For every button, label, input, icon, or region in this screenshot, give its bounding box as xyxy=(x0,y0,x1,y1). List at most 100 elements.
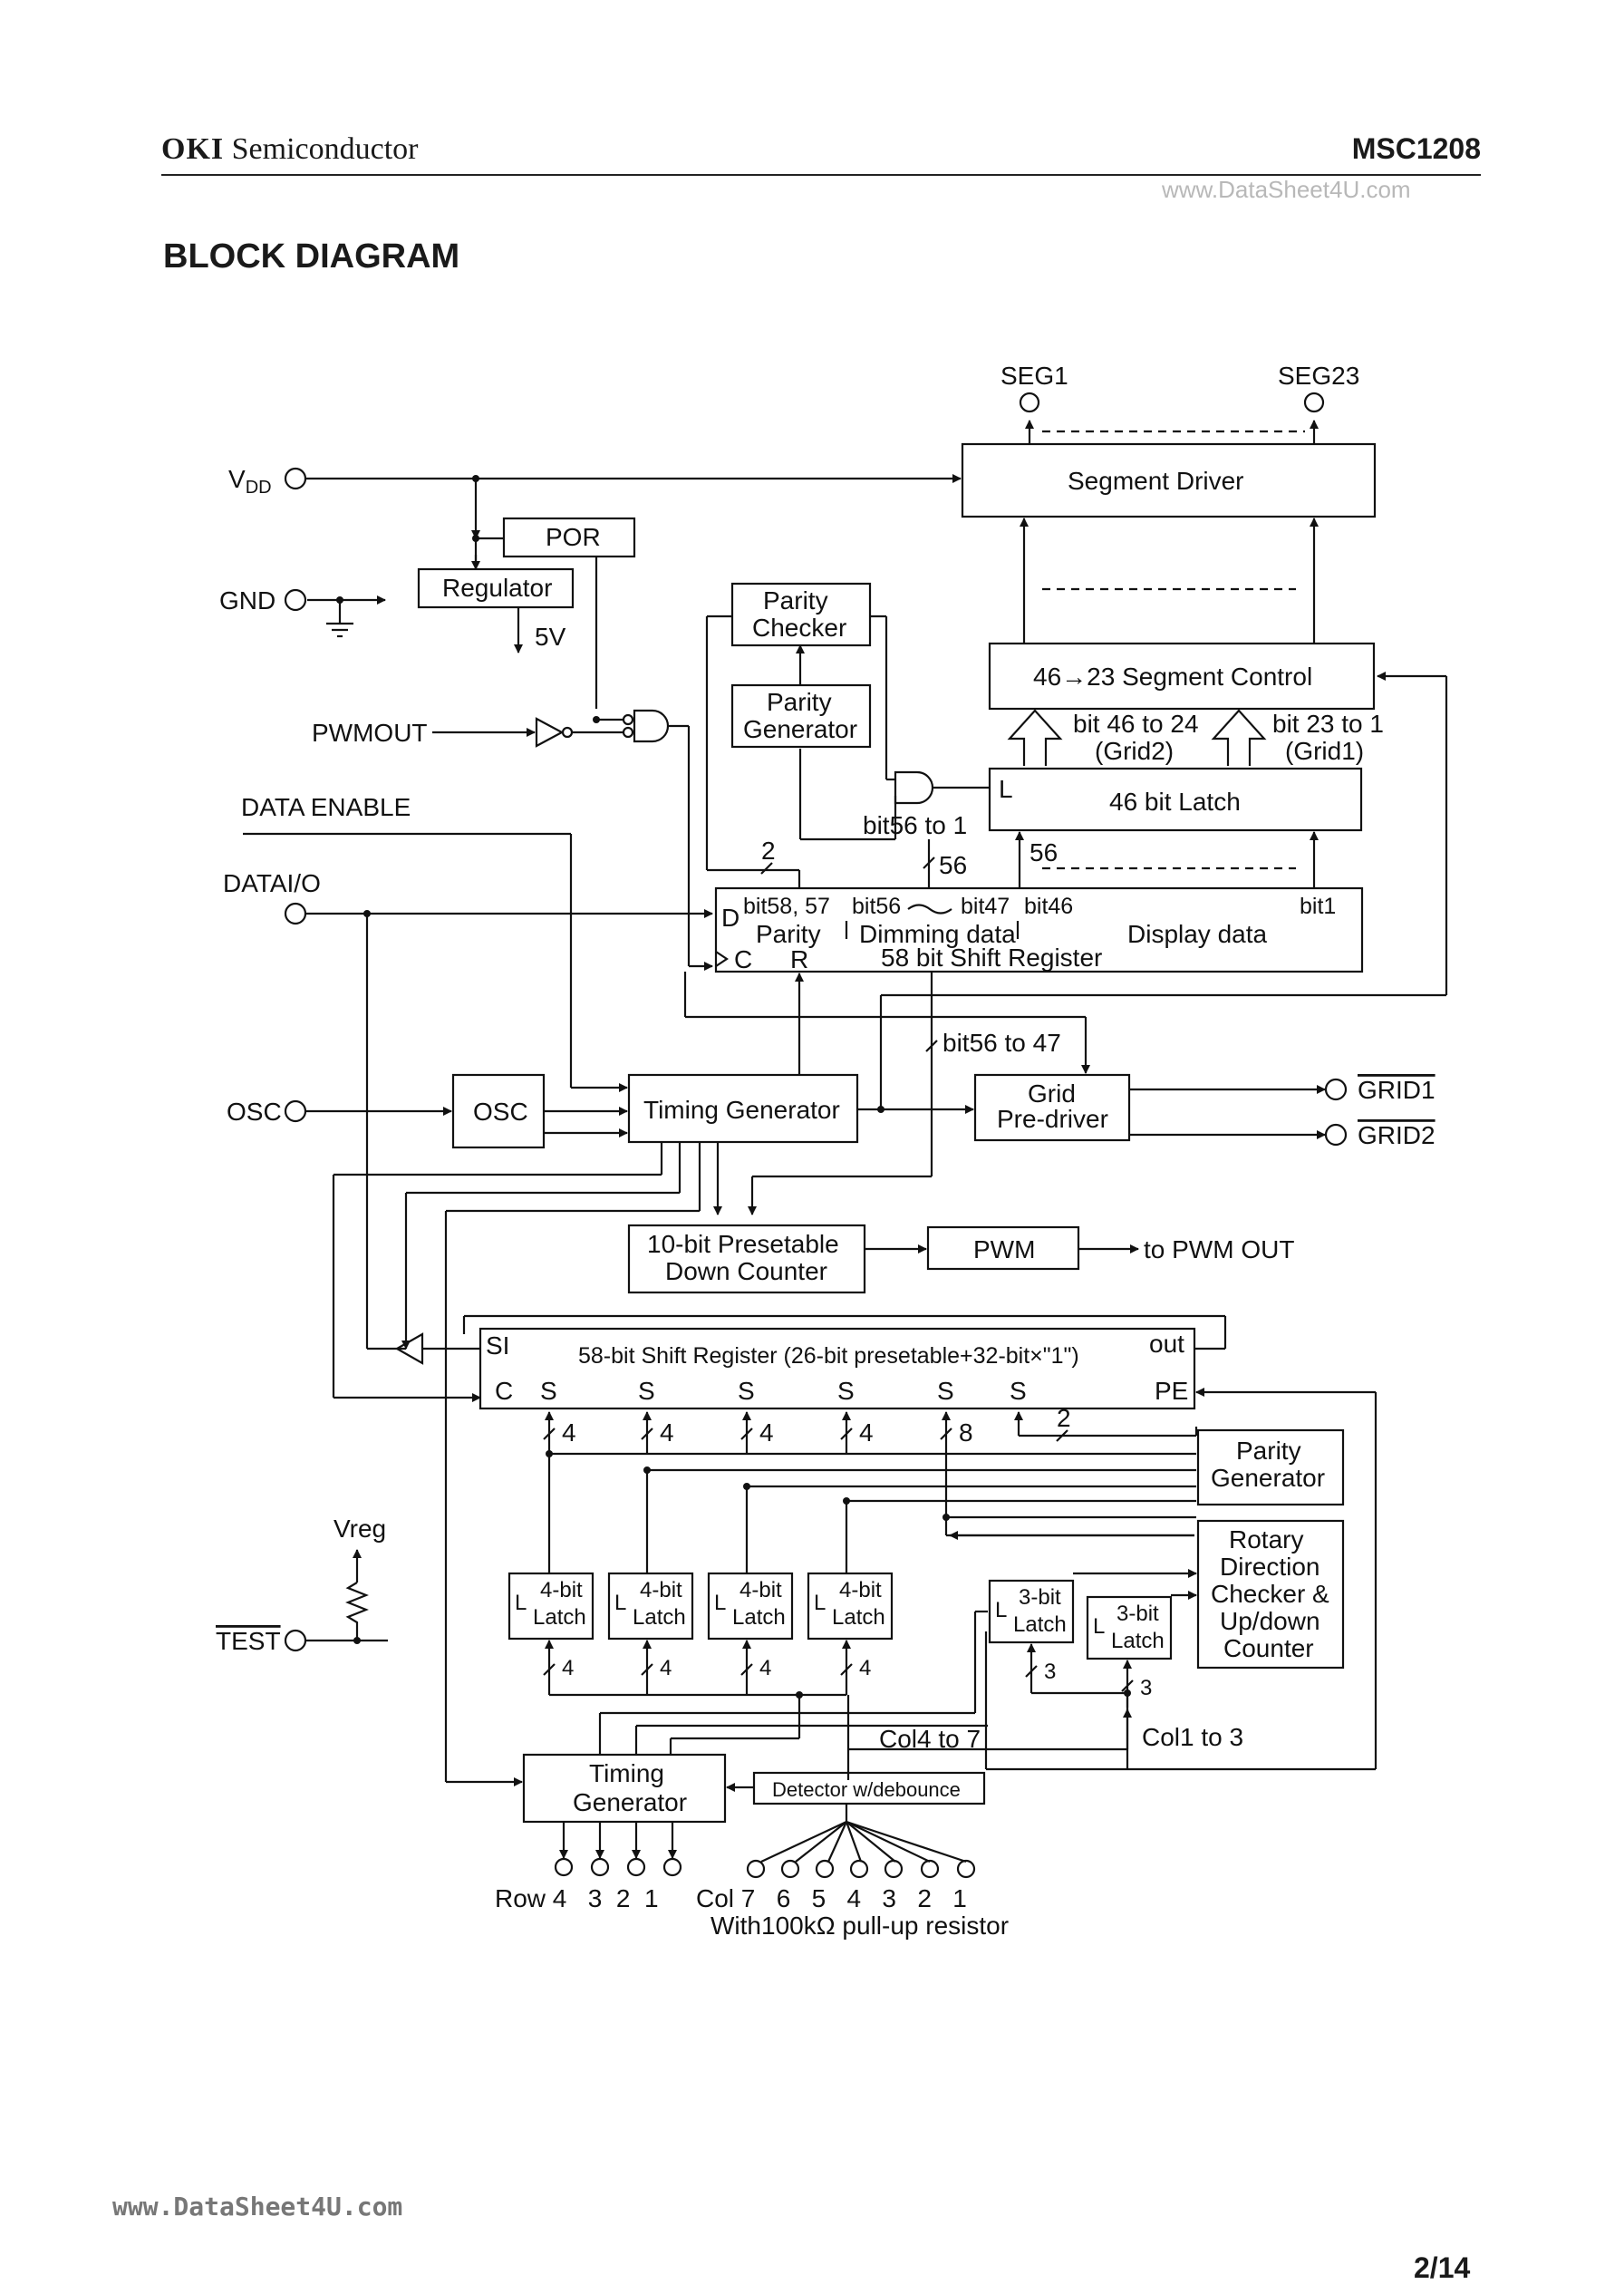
grid-predriver-l1: Grid xyxy=(1028,1079,1076,1108)
brand-logo: OKI xyxy=(161,132,225,166)
pullup-note: With100kΩ pull-up resistor xyxy=(710,1912,1009,1940)
pin-seg23: SEG23 xyxy=(1278,362,1359,390)
rotary-l2: Direction xyxy=(1220,1553,1320,1581)
label-bit23-1: bit 23 to 1 xyxy=(1272,710,1384,738)
latch4-1-t1: 4-bit xyxy=(540,1578,583,1602)
rotary-l1: Rotary xyxy=(1229,1525,1303,1554)
sr-long-s6: S xyxy=(1010,1377,1027,1405)
latch4-2-t1: 4-bit xyxy=(640,1578,682,1602)
sr58-bits3: bit47 xyxy=(961,894,1010,919)
col-label: Col 7 6 5 4 3 2 1 xyxy=(696,1884,967,1912)
watermark-top: www.DataSheet4U.com xyxy=(1162,176,1411,203)
counter-l1: 10-bit Presetable xyxy=(647,1230,839,1258)
pin-pwmout: PWMOUT xyxy=(312,719,428,747)
parity-generator-l2: Generator xyxy=(743,715,857,743)
label-bit56-47: bit56 to 47 xyxy=(942,1029,1061,1057)
por-block xyxy=(502,517,636,558)
sr58-display: Display data xyxy=(1127,920,1268,948)
bus-label-4d: 4 xyxy=(859,1418,874,1447)
parity-generator2-l1: Parity xyxy=(1236,1437,1301,1465)
pin-osc: OSC xyxy=(227,1098,282,1126)
latch4-2-t2: Latch xyxy=(633,1605,686,1630)
shift-register-long-block xyxy=(478,1327,1196,1410)
latch4-2-l: L xyxy=(614,1591,626,1615)
reg-out-label: 5V xyxy=(535,623,566,651)
segment-control-label: 46→23 Segment Control xyxy=(1033,663,1312,691)
sr-long-pe: PE xyxy=(1155,1377,1188,1405)
brand-text: Semiconductor xyxy=(224,132,419,166)
latch46-l: L xyxy=(999,775,1013,803)
section-title: BLOCK DIAGRAM xyxy=(163,237,460,276)
pin-gnd: GND xyxy=(219,586,276,615)
latch4-4-t2: Latch xyxy=(832,1605,885,1630)
sr-long-si: SI xyxy=(486,1331,509,1360)
pin-seg1: SEG1 xyxy=(1000,362,1068,390)
timing-generator2-block xyxy=(522,1753,727,1824)
page-header: OKI Semiconductor MSC1208 xyxy=(161,132,1481,176)
pin-test: TEST xyxy=(216,1627,281,1655)
label-grid2-paren: (Grid2) xyxy=(1095,737,1174,765)
latch4-1-block xyxy=(508,1572,594,1641)
label-bus2: 2 xyxy=(761,837,776,865)
pin-vreg: Vreg xyxy=(334,1515,386,1543)
por-label: POR xyxy=(546,523,601,551)
pin-grid2: GRID2 xyxy=(1358,1121,1436,1149)
rotary-l3: Checker & xyxy=(1211,1580,1329,1608)
label-bit56-1: bit56 to 1 xyxy=(863,811,967,839)
sr-long-out: out xyxy=(1149,1330,1184,1358)
brand: OKI Semiconductor xyxy=(161,132,418,167)
counter-l2: Down Counter xyxy=(665,1257,827,1285)
label-bus56a: 56 xyxy=(939,851,967,879)
latch3-2-t1: 3-bit xyxy=(1116,1602,1159,1626)
grid-predriver-block xyxy=(973,1073,1131,1142)
bus-label-3a: 3 xyxy=(1044,1660,1056,1684)
rotary-block xyxy=(1196,1519,1345,1670)
latch3-1-t1: 3-bit xyxy=(1019,1585,1061,1610)
bus-label-4c: 4 xyxy=(759,1418,774,1447)
bus-label-4h: 4 xyxy=(859,1656,871,1680)
parity-generator2-block xyxy=(1196,1428,1345,1506)
label-col1-3: Col1 to 3 xyxy=(1142,1723,1243,1751)
to-pwm-out-label: to PWM OUT xyxy=(1144,1235,1294,1263)
sr58-bits2: bit56 xyxy=(852,894,901,919)
sr58-parity: Parity xyxy=(756,920,821,948)
latch46-label: 46 bit Latch xyxy=(1109,788,1241,816)
bus-label-8: 8 xyxy=(959,1418,973,1447)
label-bus56b: 56 xyxy=(1030,838,1058,866)
osc-label: OSC xyxy=(473,1098,528,1126)
latch4-3-t1: 4-bit xyxy=(740,1578,782,1602)
timing-generator-label: Timing Generator xyxy=(643,1096,840,1124)
bus-label-4b: 4 xyxy=(660,1418,674,1447)
latch4-4-l: L xyxy=(814,1591,826,1615)
latch4-4-block xyxy=(807,1572,894,1641)
sr58-name: 58 bit Shift Register xyxy=(881,944,1102,972)
pin-data-io: DATAI/O xyxy=(223,869,321,897)
latch4-3-t2: Latch xyxy=(732,1605,786,1630)
latch3-2-t2: Latch xyxy=(1111,1629,1165,1653)
parity-generator2-l2: Generator xyxy=(1211,1464,1325,1492)
parity-generator-l1: Parity xyxy=(767,688,832,716)
latch3-2-block xyxy=(1086,1595,1173,1660)
bus-label-4a: 4 xyxy=(562,1418,576,1447)
detector-label: Detector w/debounce xyxy=(772,1778,961,1801)
sr58-bits4: bit46 xyxy=(1024,894,1073,919)
pwm-label: PWM xyxy=(973,1235,1035,1263)
sr-long-s3: S xyxy=(738,1377,755,1405)
parity-checker-l1: Parity xyxy=(763,586,828,615)
down-counter-block xyxy=(627,1224,866,1294)
sr-long-label: 58-bit Shift Register (26-bit presetable… xyxy=(578,1343,1079,1369)
sr-long-s5: S xyxy=(937,1377,954,1405)
sr-long-c: C xyxy=(495,1377,513,1405)
parity-checker-l2: Checker xyxy=(752,614,846,642)
bus-label-4g: 4 xyxy=(759,1656,771,1680)
sr-long-s1: S xyxy=(540,1377,557,1405)
latch4-1-l: L xyxy=(515,1591,527,1615)
part-number: MSC1208 xyxy=(1351,132,1481,165)
pin-vdd-main: V xyxy=(228,465,246,493)
pin-data-enable: DATA ENABLE xyxy=(241,793,411,821)
rotary-l4: Up/down xyxy=(1220,1607,1320,1635)
pin-vdd-sub: DD xyxy=(246,478,272,498)
timing-generator2-l1: Timing xyxy=(589,1759,664,1787)
sr58-bits1: bit58, 57 xyxy=(743,894,830,919)
